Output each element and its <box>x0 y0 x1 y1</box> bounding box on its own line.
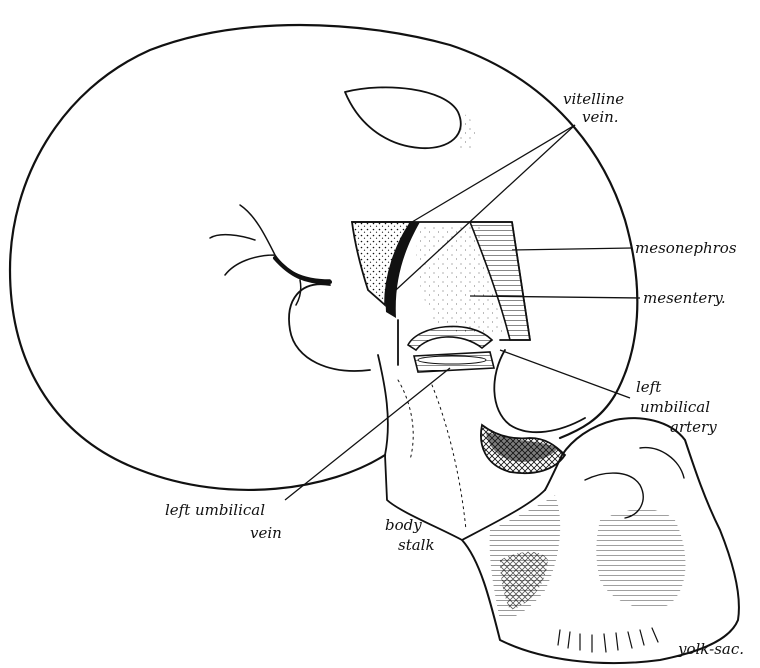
yolk-sac-hatching-3 <box>596 509 685 608</box>
label-umbilical-artery: umbilical <box>640 398 710 416</box>
label-artery: artery <box>670 418 717 436</box>
leader-mesonephros <box>512 248 632 250</box>
label-mesentery: mesentery. <box>643 289 726 307</box>
umbilical-vein-lumen <box>418 356 486 364</box>
label-stalk: stalk <box>398 536 435 554</box>
yolk-sac-inner-curve <box>585 448 684 518</box>
embryo-body-outline <box>10 25 637 490</box>
label-vein: vein. <box>582 108 619 126</box>
yolk-sac-fringe <box>558 628 658 652</box>
label-vein-lower: vein <box>250 524 282 542</box>
body-stalk-dotted-left <box>398 380 413 460</box>
limb-bud <box>494 350 585 432</box>
eye-region <box>345 87 461 148</box>
leader-vitelline-vein-1 <box>412 125 575 222</box>
label-left-artery: left <box>636 378 662 396</box>
label-vitelline: vitelline <box>563 90 624 108</box>
label-left-umbilical: left umbilical <box>165 501 265 519</box>
leader-mesentery <box>470 296 640 298</box>
yolk-sac-hatching-2 <box>500 552 548 610</box>
leader-left-umbilical-artery <box>500 350 630 398</box>
label-body: body <box>385 516 422 534</box>
leader-left-umbilical-vein <box>285 368 450 500</box>
jaw-outline <box>289 284 370 371</box>
label-yolk-sac: yolk-sac. <box>677 640 744 658</box>
label-mesonephros: mesonephros <box>635 239 737 257</box>
head-vessel <box>210 205 330 305</box>
head-vessel-thick <box>275 258 330 282</box>
eye-stipple <box>455 110 475 150</box>
body-stalk-dotted-right <box>432 385 466 530</box>
